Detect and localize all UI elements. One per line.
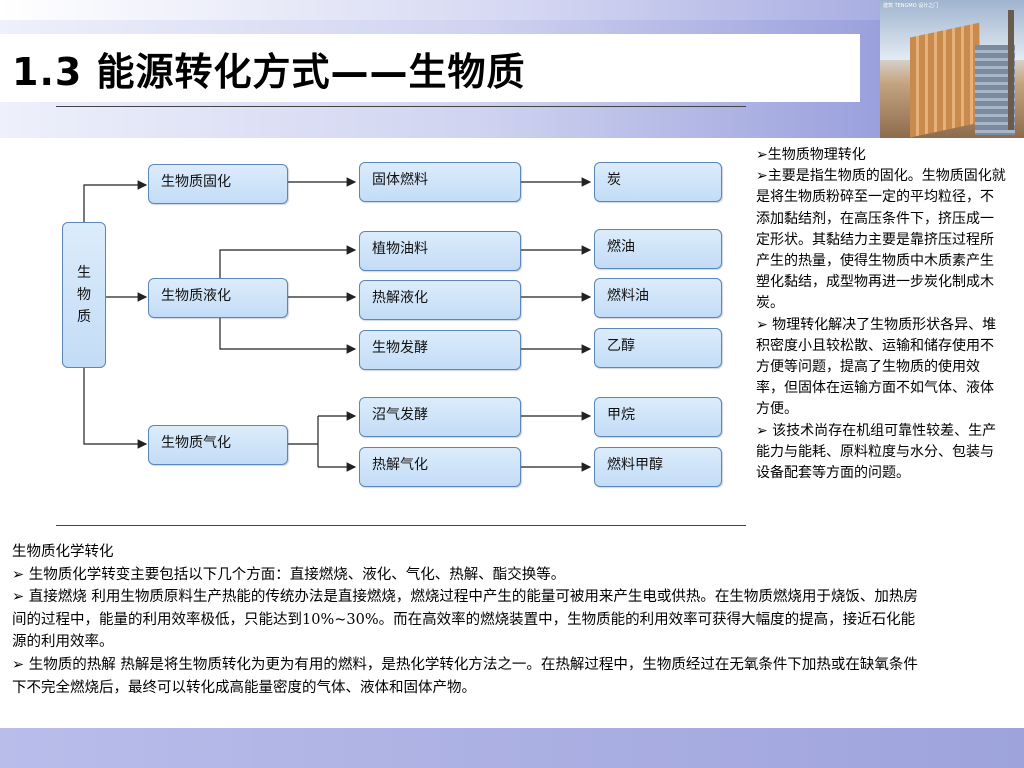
node-label: 乙醇: [607, 338, 635, 354]
node-fuel-oil: 燃油: [594, 229, 722, 269]
node-label: 甲烷: [607, 407, 635, 423]
node-label: 燃料甲醇: [607, 457, 663, 473]
node-pyrolysis-gasification: 热解气化: [359, 447, 521, 487]
bottom-paragraph: 生物质化学转化: [12, 544, 114, 560]
node-label: 热解液化: [372, 290, 428, 306]
node-label: 燃油: [607, 239, 635, 255]
node-bio-fermentation: 生物发酵: [359, 330, 521, 370]
slide-title: 1.3 能源转化方式——生物质: [12, 49, 526, 94]
building-photo: 建筑 TENGMO 设计之门: [880, 0, 1024, 138]
node-biomass-root-label: 生 物 质: [77, 265, 91, 325]
node-ethanol: 乙醇: [594, 328, 722, 368]
node-biogas-fermentation: 沼气发酵: [359, 397, 521, 437]
node-solid-fuel: 固体燃料: [359, 162, 521, 202]
photo-chimney: [1008, 10, 1014, 130]
node-label: 炭: [607, 172, 621, 188]
title-box: 1.3 能源转化方式——生物质: [0, 34, 860, 102]
side-paragraph: ➢生物质物理转化: [756, 147, 866, 163]
node-label: 热解气化: [372, 457, 428, 473]
diagram-connectors: [83, 177, 592, 472]
node-label: 植物油料: [372, 241, 428, 257]
node-label: 沼气发酵: [372, 407, 428, 423]
section-divider: [56, 525, 746, 526]
node-solidification: 生物质固化: [148, 164, 288, 204]
node-gasification: 生物质气化: [148, 425, 288, 465]
bottom-paragraph: ➢ 直接燃烧 利用生物质原料生产热能的传统办法是直接燃烧，燃烧过程中产生的能量可…: [12, 589, 918, 651]
node-heavy-fuel-oil: 燃料油: [594, 278, 722, 318]
node-liquefaction: 生物质液化: [148, 278, 288, 318]
title-rule: [56, 106, 746, 107]
node-label: 固体燃料: [372, 172, 428, 188]
side-paragraph: ➢主要是指生物质的固化。生物质固化就是将生物质粉碎至一定的平均粒径，不添加黏结剂…: [756, 168, 1006, 312]
node-fuel-methanol: 燃料甲醇: [594, 447, 722, 487]
node-biomass-root: 生 物 质: [62, 222, 106, 368]
bottom-paragraph: ➢ 生物质化学转变主要包括以下几个方面：直接燃烧、液化、气化、热解、酯交换等。: [12, 566, 566, 583]
bottom-paragraph: ➢ 生物质的热解 热解是将生物质转化为更为有用的燃料，是热化学转化方法之一。在热…: [12, 656, 918, 696]
side-paragraph: ➢ 物理转化解决了生物质形状各异、堆积密度小且较松散、运输和储存使用不方便等问题…: [756, 316, 997, 418]
node-label: 生物质液化: [161, 288, 231, 304]
physical-conversion-notes: ➢生物质物理转化 ➢主要是指生物质的固化。生物质固化就是将生物质粉碎至一定的平均…: [756, 145, 1006, 484]
node-label: 生物质气化: [161, 435, 231, 451]
node-pyrolysis-liquefaction: 热解液化: [359, 280, 521, 320]
header-strip: [0, 0, 880, 20]
chemical-conversion-notes: 生物质化学转化 ➢ 生物质化学转变主要包括以下几个方面：直接燃烧、液化、气化、热…: [12, 541, 927, 699]
node-charcoal: 炭: [594, 162, 722, 202]
photo-caption: 建筑 TENGMO 设计之门: [883, 3, 939, 9]
photo-building-main: [910, 22, 980, 138]
side-paragraph: ➢ 该技术尚存在机组可靠性较差、生产能力与能耗、原料粒度与水分、包装与设备配套等…: [756, 422, 997, 482]
node-plant-oil: 植物油料: [359, 231, 521, 271]
node-label: 生物质固化: [161, 174, 231, 190]
node-methane: 甲烷: [594, 397, 722, 437]
node-label: 生物发酵: [372, 340, 428, 356]
footer-band: [0, 728, 1024, 768]
node-label: 燃料油: [607, 288, 649, 304]
